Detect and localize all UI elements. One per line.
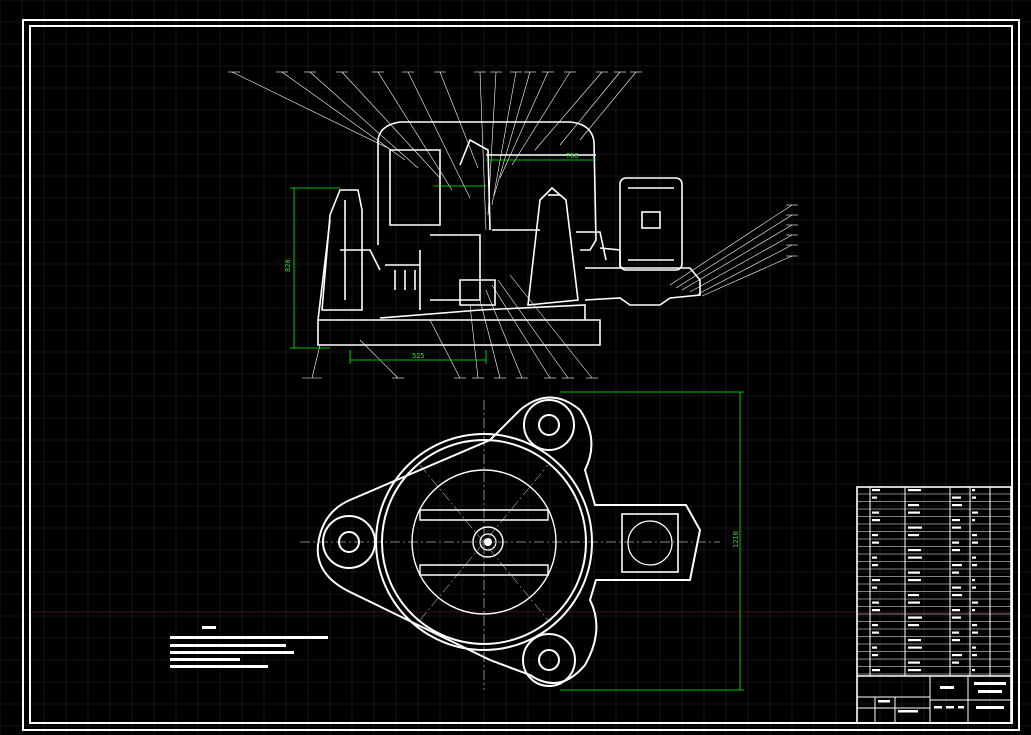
title-block-cell-marks: [872, 489, 978, 672]
dim-plan-height: 1210: [732, 531, 740, 548]
part-leader-lines: [231, 71, 637, 231]
title-block-rows: [857, 493, 1011, 675]
inner-frame: [29, 25, 1013, 724]
title-block-name-marks: [878, 682, 1006, 713]
title-block: [856, 486, 1012, 724]
outer-frame: [22, 19, 1020, 731]
plan-centerlines: [300, 400, 720, 690]
dim-lower-width: 525: [412, 352, 425, 360]
plan-dimensions: [560, 391, 744, 691]
elevation-view: [228, 71, 798, 379]
dim-top-width: 788: [566, 152, 579, 160]
dim-overall-height: 820: [284, 259, 292, 272]
technical-notes-block: [170, 626, 328, 668]
elevation-dimensions: [290, 159, 596, 364]
